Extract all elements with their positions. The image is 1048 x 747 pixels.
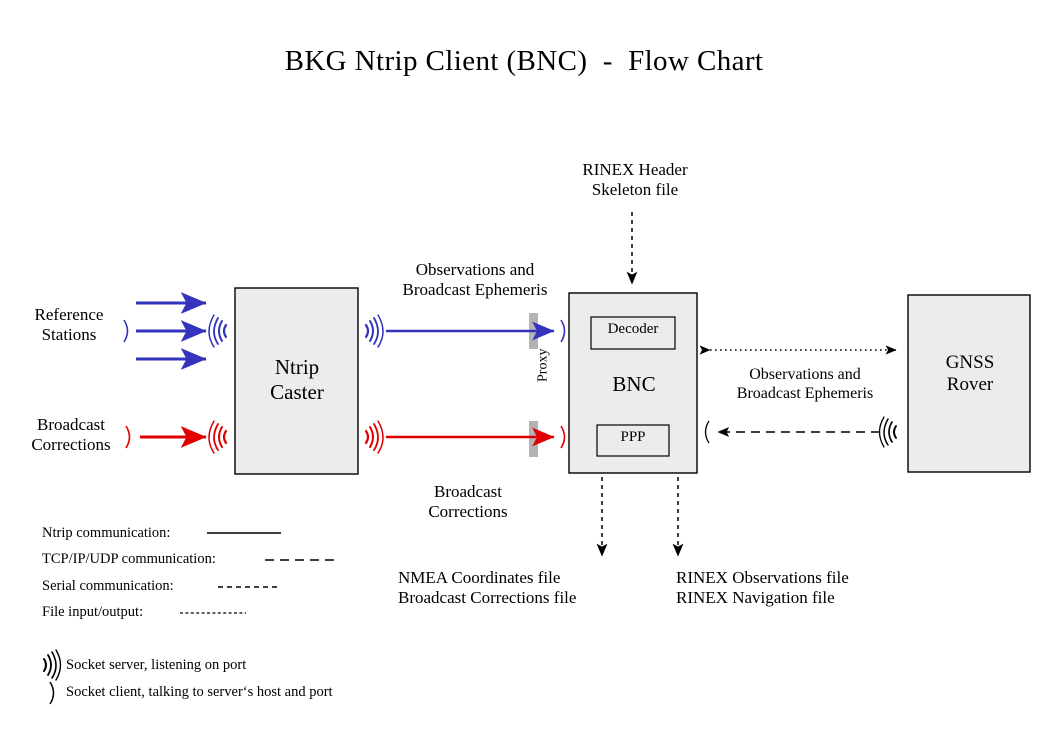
legend-item-tcpip-communication: TCP/IP/UDP communication: (42, 551, 216, 567)
socket-server-antenna-icon-rover (878, 416, 897, 448)
decoder-box (590, 316, 676, 350)
socket-client-arc-icon-bnc-obs (560, 319, 566, 343)
socket-client-arc-icon-rover-tcp (704, 420, 710, 444)
socket-client-arc-icon-ref (123, 319, 129, 343)
legend-item-serial-communication: Serial communication: (42, 578, 174, 594)
gnss-rover-box (907, 294, 1031, 473)
socket-client-arc-icon-legend (49, 681, 55, 705)
socket-server-antenna-icon-caster-out-red (364, 420, 384, 454)
socket-server-antenna-icon-legend (43, 649, 62, 681)
legend-item-socket-server: Socket server, listening on port (66, 657, 247, 673)
ppp-label: PPP (620, 429, 646, 445)
ppp-box (596, 424, 670, 457)
proxy-label: Proxy (535, 348, 551, 382)
socket-client-arc-icon-bnc-corr (560, 425, 566, 449)
legend-item-ntrip-communication: Ntrip communication: (42, 525, 171, 541)
page-title: BKG Ntrip Client (BNC) - Flow Chart (284, 45, 764, 77)
socket-server-antenna-icon-caster-out (364, 314, 384, 348)
socket-server-antenna-icon-caster-in-red (208, 420, 228, 454)
decoder-label: Decoder (607, 321, 659, 337)
legend-item-file-input-output: File input/output: (42, 604, 144, 620)
bnc-label: BNC (612, 372, 656, 396)
ntrip-caster-box (234, 287, 359, 475)
proxy-bar-bottom (529, 421, 538, 457)
socket-server-antenna-icon-caster-in (208, 314, 228, 348)
socket-client-arc-icon-corrections (125, 425, 131, 449)
legend-item-socket-client: Socket client, talking to server‘s host … (66, 684, 333, 700)
